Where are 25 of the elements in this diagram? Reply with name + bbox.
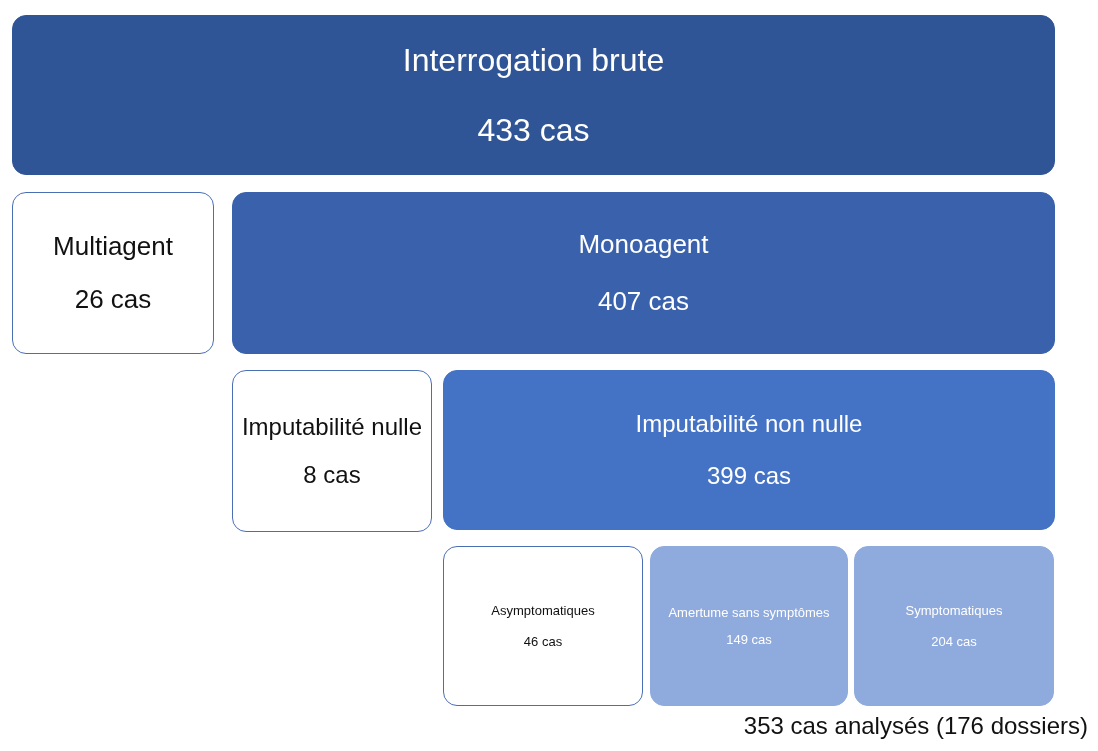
box-heading: Symptomatiques xyxy=(905,601,1003,620)
category-box xyxy=(854,546,1054,706)
box-heading: Amertume sans symptômes xyxy=(668,603,830,622)
case-count: 46 cas xyxy=(523,633,563,651)
summary-note: 353 cas analysés (176 dossiers) xyxy=(743,712,1088,740)
category-box xyxy=(12,15,1055,175)
case-count: 433 cas xyxy=(477,111,590,150)
category-box xyxy=(232,192,1055,354)
category-box xyxy=(650,546,848,706)
box-heading: Asymptomatiques xyxy=(491,601,595,620)
case-count: 399 cas xyxy=(706,461,792,491)
box-heading: Interrogation brute xyxy=(402,41,665,80)
case-count: 26 cas xyxy=(74,283,152,316)
case-count: 149 cas xyxy=(726,631,772,649)
category-box xyxy=(232,370,432,532)
case-count: 204 cas xyxy=(931,633,977,651)
case-count: 407 cas xyxy=(597,285,690,318)
case-count: 8 cas xyxy=(303,460,361,490)
category-box xyxy=(12,192,214,354)
box-heading: Monoagent xyxy=(578,228,709,261)
category-box xyxy=(443,546,643,706)
category-box xyxy=(443,370,1055,530)
box-heading: Imputabilité nulle xyxy=(241,412,423,442)
box-heading: Imputabilité non nulle xyxy=(635,409,863,439)
box-heading: Multiagent xyxy=(53,230,173,263)
